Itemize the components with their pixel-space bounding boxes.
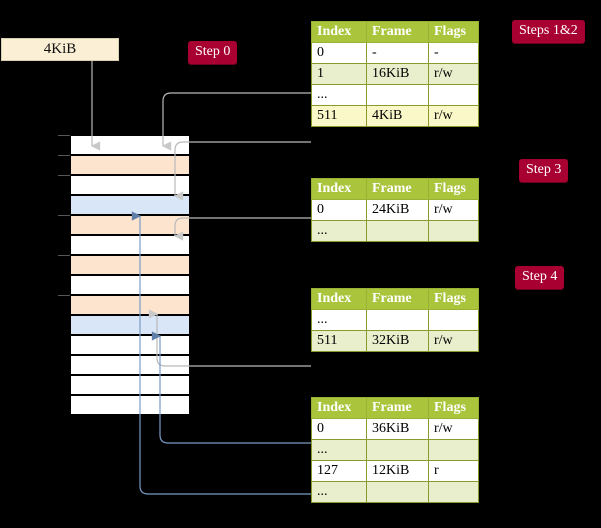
table-row: ... bbox=[311, 481, 479, 503]
memory-tick-mark bbox=[58, 255, 70, 256]
cell-flags bbox=[428, 220, 479, 242]
cell-index: ... bbox=[311, 439, 367, 461]
cell-frame bbox=[366, 220, 429, 242]
cell-index: 511 bbox=[311, 330, 367, 352]
memory-tick-mark bbox=[58, 175, 70, 176]
table-row: ... bbox=[311, 309, 479, 331]
column-header-flags: Flags bbox=[428, 21, 479, 43]
column-header-flags: Flags bbox=[428, 397, 479, 419]
cell-frame: 12KiB bbox=[366, 460, 429, 482]
table-row: 0-- bbox=[311, 42, 479, 64]
column-header-frame: Frame bbox=[366, 397, 429, 419]
column-header-frame: Frame bbox=[366, 288, 429, 310]
memory-frame-row bbox=[70, 195, 190, 215]
cell-flags: r/w bbox=[428, 330, 479, 352]
table-row: ... bbox=[311, 220, 479, 242]
memory-frame-row bbox=[70, 295, 190, 315]
source-frame-label: 4KiB bbox=[43, 41, 77, 57]
memory-frame-row bbox=[70, 255, 190, 275]
cell-index: 0 bbox=[311, 418, 367, 440]
column-header-index: Index bbox=[311, 21, 367, 43]
cell-index: 1 bbox=[311, 63, 367, 85]
cell-frame: - bbox=[366, 42, 429, 64]
cell-flags: r/w bbox=[428, 63, 479, 85]
cell-index: 0 bbox=[311, 199, 367, 221]
cell-index: ... bbox=[311, 220, 367, 242]
memory-frame-row bbox=[70, 215, 190, 235]
table-row: ... bbox=[311, 439, 479, 461]
column-header-index: Index bbox=[311, 178, 367, 200]
cell-frame: 24KiB bbox=[366, 199, 429, 221]
memory-frame-row bbox=[70, 395, 190, 415]
step-label-0: Step 0 bbox=[188, 41, 238, 64]
memory-frame-row bbox=[70, 335, 190, 355]
column-header-frame: Frame bbox=[366, 178, 429, 200]
cell-frame bbox=[366, 439, 429, 461]
cell-index: ... bbox=[311, 481, 367, 503]
table-row: ... bbox=[311, 84, 479, 106]
memory-frame-row bbox=[70, 175, 190, 195]
memory-frame-row bbox=[70, 135, 190, 155]
cell-flags: r/w bbox=[428, 418, 479, 440]
memory-frame-row bbox=[70, 235, 190, 255]
memory-frame-row bbox=[70, 375, 190, 395]
cell-flags: r bbox=[428, 460, 479, 482]
cell-flags bbox=[428, 481, 479, 503]
column-header-index: Index bbox=[311, 397, 367, 419]
memory-frame-row bbox=[70, 355, 190, 375]
memory-tick-mark bbox=[58, 295, 70, 296]
step-label-1-2: Steps 1&2 bbox=[512, 20, 585, 43]
cell-frame: 32KiB bbox=[366, 330, 429, 352]
cell-index: ... bbox=[311, 84, 367, 106]
cell-index: 127 bbox=[311, 460, 367, 482]
column-header-flags: Flags bbox=[428, 288, 479, 310]
cell-flags bbox=[428, 439, 479, 461]
memory-tick-mark bbox=[58, 135, 70, 136]
cell-frame: 4KiB bbox=[366, 105, 429, 127]
memory-frame-row bbox=[70, 275, 190, 295]
column-header-index: Index bbox=[311, 288, 367, 310]
cell-flags bbox=[428, 84, 479, 106]
cell-flags bbox=[428, 309, 479, 331]
cell-frame: 36KiB bbox=[366, 418, 429, 440]
physical-memory-column bbox=[70, 135, 190, 415]
cell-index: ... bbox=[311, 309, 367, 331]
column-header-flags: Flags bbox=[428, 178, 479, 200]
memory-tick-mark bbox=[58, 155, 70, 156]
cell-flags: - bbox=[428, 42, 479, 64]
cell-frame bbox=[366, 84, 429, 106]
column-header-frame: Frame bbox=[366, 21, 429, 43]
cell-index: 511 bbox=[311, 105, 367, 127]
cell-frame bbox=[366, 309, 429, 331]
cell-flags: r/w bbox=[428, 199, 479, 221]
source-frame-box: 4KiB bbox=[1, 38, 119, 61]
cell-index: 0 bbox=[311, 42, 367, 64]
memory-frame-row bbox=[70, 155, 190, 175]
cell-frame bbox=[366, 481, 429, 503]
cell-frame: 16KiB bbox=[366, 63, 429, 85]
cell-flags: r/w bbox=[428, 105, 479, 127]
memory-frame-row bbox=[70, 315, 190, 335]
memory-tick-mark bbox=[58, 215, 70, 216]
step-label-4: Step 4 bbox=[515, 266, 565, 289]
step-label-3: Step 3 bbox=[519, 159, 569, 182]
